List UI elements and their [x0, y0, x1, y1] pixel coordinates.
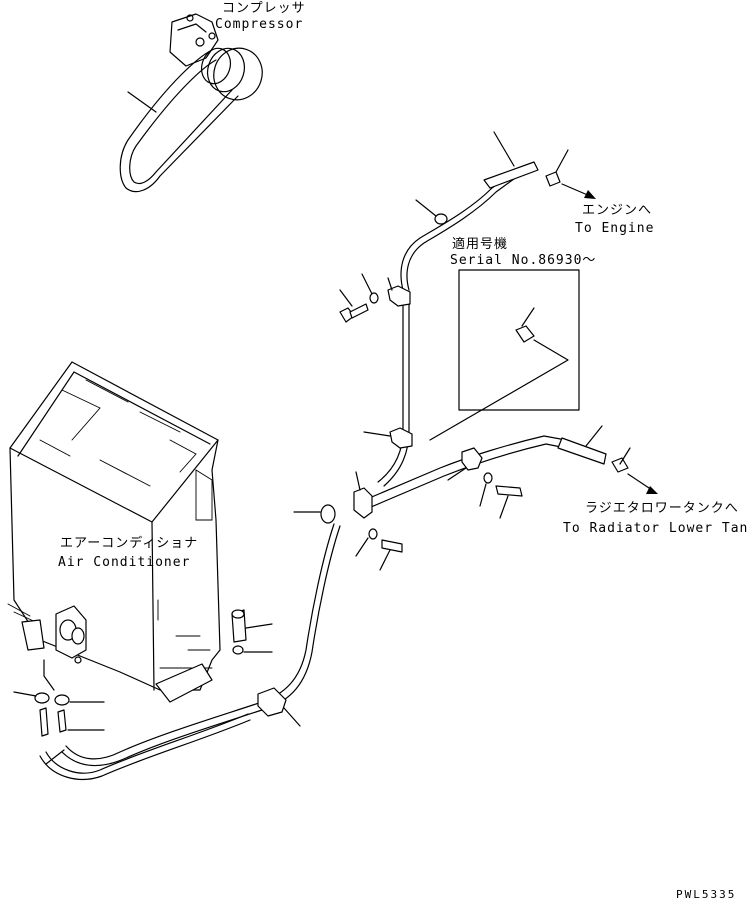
aircon-label-en: Air Conditioner [58, 555, 190, 570]
radiator-tube [359, 435, 629, 511]
clamp-lower [257, 687, 301, 727]
arrow-head-radiator [646, 486, 658, 494]
clamp-center [353, 471, 373, 519]
bolt-upper [339, 273, 379, 323]
clamp-middle [363, 427, 413, 449]
ac-clip-right [54, 694, 105, 706]
ac-clip-left [13, 691, 50, 704]
arrow-head-engine [584, 190, 596, 199]
clamp-upper [387, 277, 411, 307]
radiator-label-en: To Radiator Lower Tank [563, 521, 749, 536]
leader-radiator-hose [585, 425, 603, 447]
aircon-label-jp: エアーコンディショナ [60, 535, 198, 551]
serial-label-jp: 適用号機 [452, 236, 508, 252]
joint-center [293, 504, 336, 524]
inset-hose-fitting [429, 307, 569, 441]
vertical-tube [377, 299, 410, 487]
compressor-label-en: Compressor [215, 17, 303, 32]
clamp-right [447, 447, 483, 481]
serial-inset-box [458, 269, 580, 411]
air-conditioner-unit [7, 361, 221, 703]
drawing-code: PWL5335 [676, 888, 736, 901]
arrow-to-engine [561, 183, 591, 197]
serial-label-en: Serial No.86930～ [450, 253, 596, 268]
leader-engine-hose [493, 131, 515, 167]
leader-radiator-nut [619, 447, 631, 465]
lower-hose-2 [39, 713, 251, 780]
leader-clamp-top [415, 199, 437, 217]
engine-label-jp: エンジンへ [582, 203, 652, 218]
drive-belt [119, 49, 239, 193]
leader-nut-top [555, 149, 569, 173]
engine-label-en: To Engine [575, 221, 654, 236]
radiator-label-jp: ラジエタロワータンクへ [585, 501, 739, 516]
arrow-to-radiator [627, 473, 653, 491]
bolt-center [355, 528, 403, 571]
compressor-label-jp: コンプレッサ [222, 1, 306, 16]
bolt-lower [231, 609, 273, 655]
leader-belt [127, 91, 157, 113]
ac-fittings [21, 605, 87, 664]
engine-hose [400, 161, 561, 291]
compressor [169, 13, 263, 101]
bolt-right [479, 472, 523, 519]
ac-hose-ends [39, 707, 105, 765]
